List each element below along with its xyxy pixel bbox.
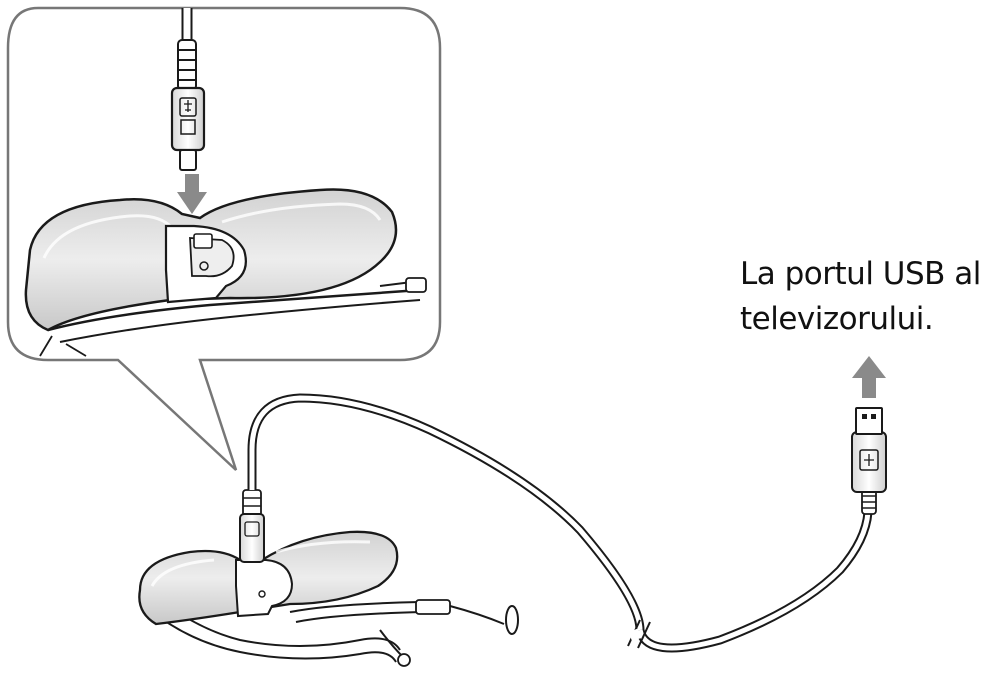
- caption-line-1: La portul USB al: [740, 256, 981, 292]
- glasses-usb-plug: [239, 489, 265, 563]
- usb-port-caption: La portul USB al televizorului.: [740, 252, 981, 342]
- caption-line-2: televizorului.: [740, 301, 934, 337]
- arrow-up-icon: [852, 356, 886, 398]
- cable-break-icon: [627, 619, 651, 649]
- usb-cable: [247, 393, 873, 653]
- usb-plug-icon: [170, 86, 206, 171]
- 3d-glasses-icon: [24, 188, 427, 357]
- arrow-down-icon: [177, 174, 207, 214]
- callout-cable: [177, 8, 197, 91]
- main-glasses: [138, 530, 519, 667]
- usb-a-plug: [851, 407, 887, 515]
